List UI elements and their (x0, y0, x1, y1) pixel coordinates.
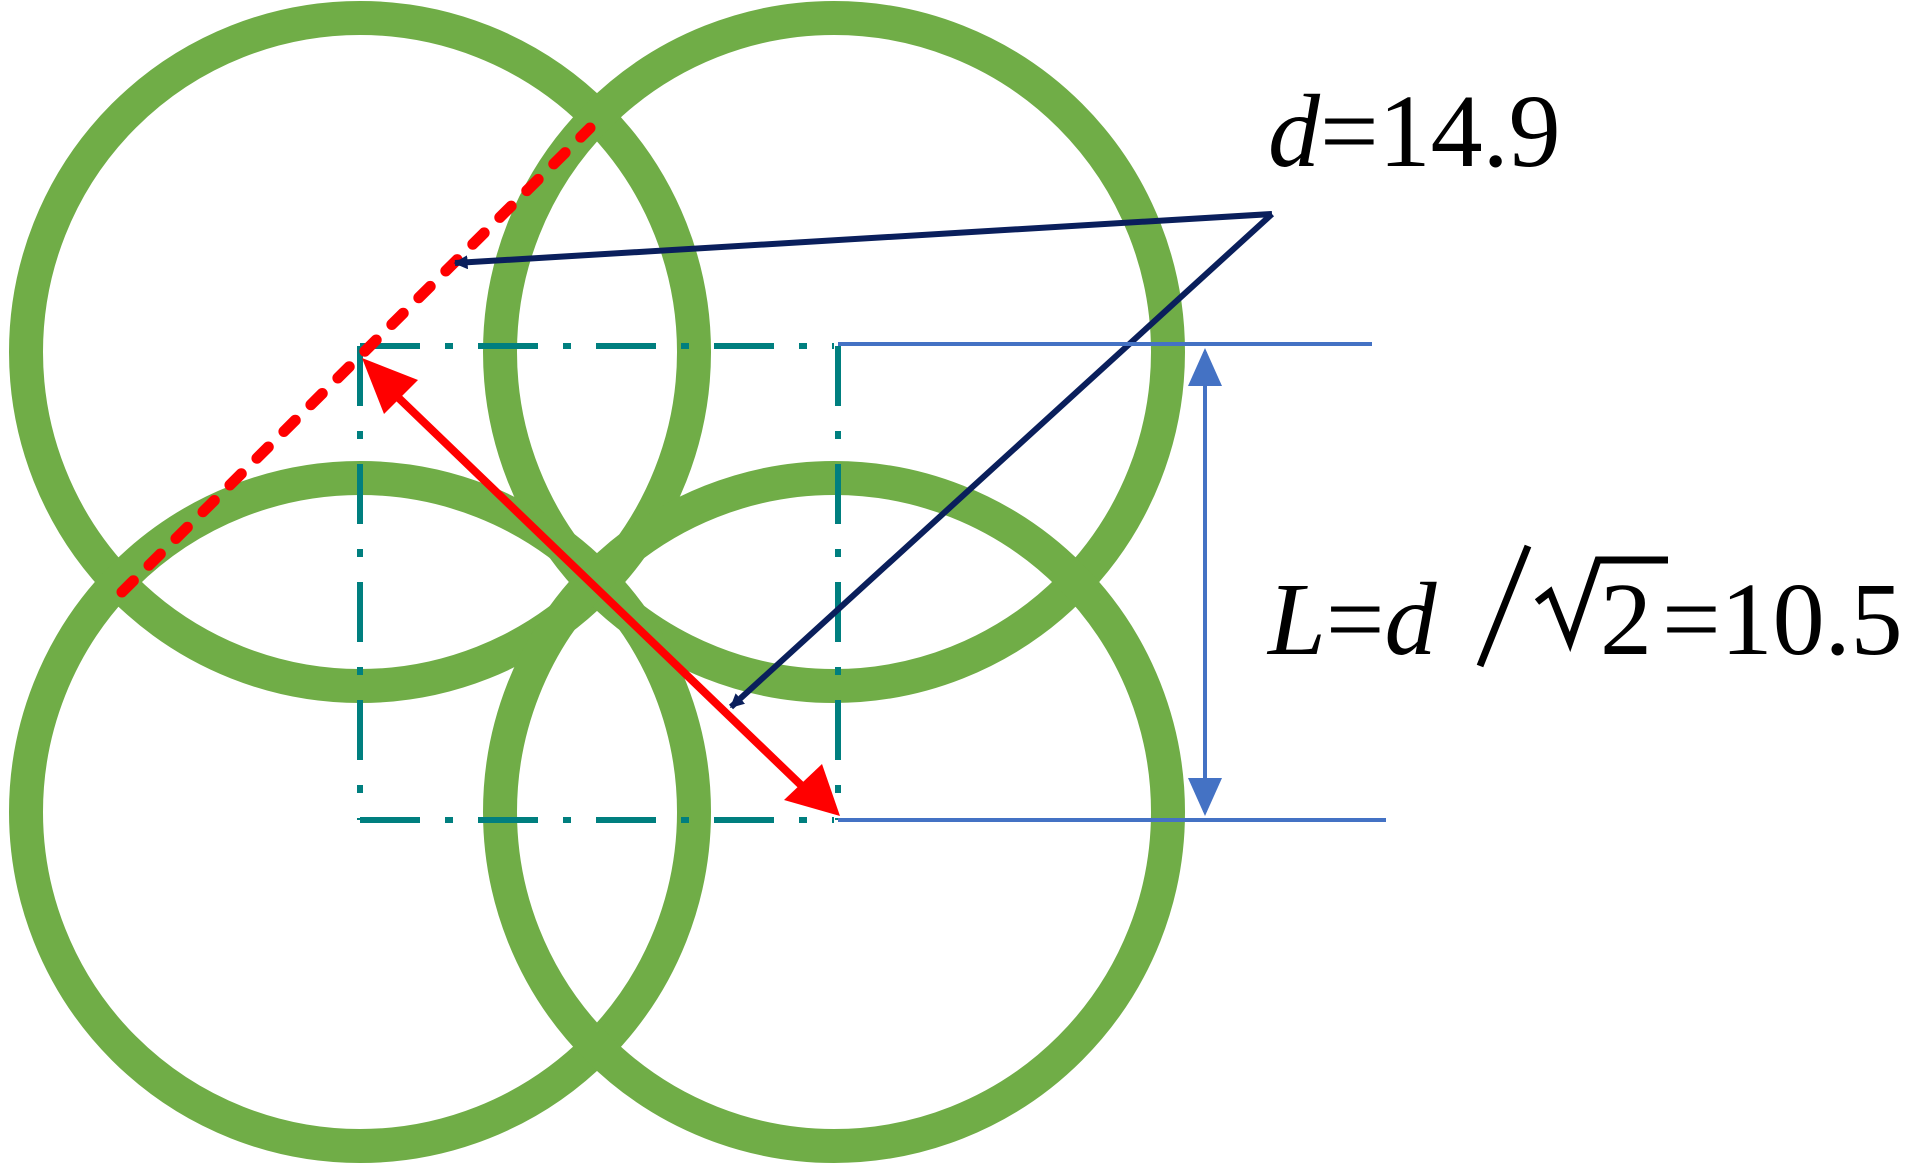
circle-bottom-right (483, 461, 1185, 1163)
circle-top-left (9, 1, 711, 703)
label-d-value: d=14.9 (1268, 74, 1561, 189)
L-d-variable: d (1385, 562, 1438, 677)
d-variable: d (1268, 74, 1321, 189)
sqrt-radical-icon (1534, 556, 1668, 653)
L-equals: = (1326, 562, 1385, 677)
pointer-to-dotted-line (453, 211, 1273, 270)
red-double-arrow (362, 358, 840, 816)
dimension-L (838, 342, 1386, 822)
d-pointer-arrows (453, 211, 1275, 710)
pointer-to-red-arrow (728, 211, 1275, 710)
L-value-text: =10.5 (1662, 562, 1903, 677)
circle-group (9, 1, 1185, 1163)
formula-slash (1476, 544, 1532, 668)
d-value-text: =14.9 (1320, 74, 1561, 189)
dimension-arrowhead-top (1188, 348, 1222, 386)
red-arrowhead-end (784, 764, 840, 816)
red-arrow-shaft (377, 377, 807, 791)
dimension-arrowhead-bottom (1188, 778, 1222, 816)
center-square (357, 343, 841, 823)
sqrt-argument: 2 (1600, 562, 1652, 677)
label-L-formula: L=d / 2 =10.5 (0, 0, 1903, 677)
red-arrowhead-start (362, 358, 418, 414)
L-formula-left: L=d (1266, 562, 1438, 677)
L-variable: L (1266, 562, 1326, 677)
formula-slash-text: / (0, 0, 1, 1)
diagonal-dotted-line (116, 122, 596, 598)
circle-top-right (483, 1, 1185, 703)
